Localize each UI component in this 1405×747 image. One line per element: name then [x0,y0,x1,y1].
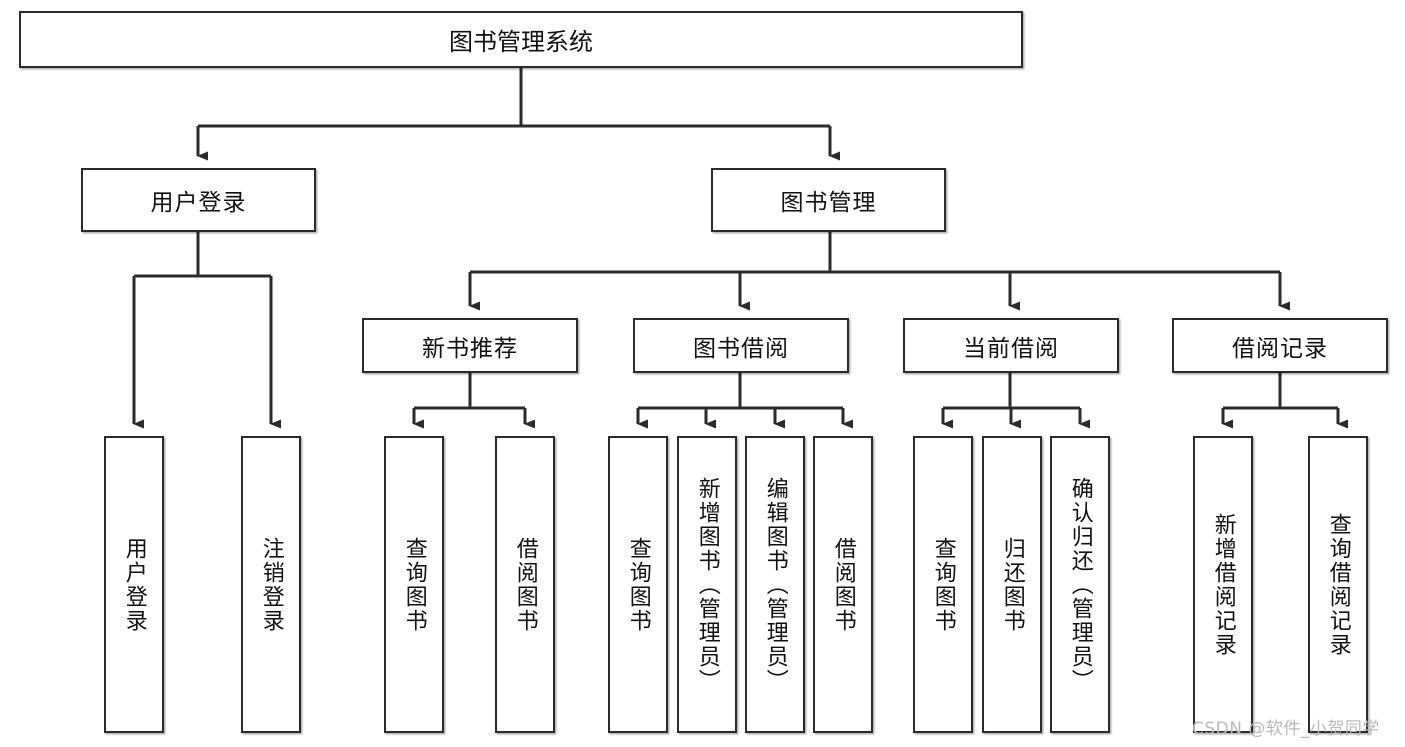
leaf-query-record[interactable]: 查询借阅记录 [1308,436,1368,733]
leaf-user-login-label: 用户登录 [121,536,147,633]
node-current-borrow-label: 当前借阅 [963,335,1059,362]
node-root-label: 图书管理系统 [449,28,593,56]
leaf-query-record-label: 查询借阅记录 [1325,512,1351,657]
leaf-borrow-book-2[interactable]: 借阅图书 [813,436,873,733]
leaf-borrow-book-1-label: 借阅图书 [512,536,538,633]
leaf-confirm-return-label: 确认归还（管理员） [1067,476,1093,693]
leaf-borrow-book-1[interactable]: 借阅图书 [495,436,555,733]
node-user-login-label: 用户登录 [150,190,247,216]
leaf-return-book[interactable]: 归还图书 [982,436,1042,733]
node-user-login[interactable]: 用户登录 [81,168,316,232]
node-current-borrow[interactable]: 当前借阅 [903,318,1119,373]
leaf-add-book[interactable]: 新增图书（管理员） [677,436,737,733]
node-borrow-record[interactable]: 借阅记录 [1172,318,1388,373]
leaf-query-book-1-label: 查询图书 [401,536,427,633]
node-book-manage-label: 图书管理 [780,190,877,216]
node-root[interactable]: 图书管理系统 [19,11,1023,68]
leaf-confirm-return[interactable]: 确认归还（管理员） [1050,436,1110,733]
leaf-user-login[interactable]: 用户登录 [104,436,164,733]
leaf-user-logout-label: 注销登录 [258,536,284,633]
node-new-book-recommend-label: 新书推荐 [422,335,518,362]
node-book-manage[interactable]: 图书管理 [711,168,946,232]
node-borrow-record-label: 借阅记录 [1232,335,1328,362]
leaf-borrow-book-2-label: 借阅图书 [830,536,856,633]
leaf-add-book-label: 新增图书（管理员） [694,476,720,693]
leaf-edit-book-label: 编辑图书（管理员） [762,476,788,693]
leaf-query-book-3[interactable]: 查询图书 [913,436,973,733]
node-book-borrow-label: 图书借阅 [693,335,789,362]
leaf-query-book-2-label: 查询图书 [625,536,651,633]
leaf-user-logout[interactable]: 注销登录 [241,436,301,733]
leaf-return-book-label: 归还图书 [999,536,1025,633]
leaf-query-book-1[interactable]: 查询图书 [384,436,444,733]
leaf-query-book-2[interactable]: 查询图书 [608,436,668,733]
leaf-add-record[interactable]: 新增借阅记录 [1193,436,1253,733]
leaf-add-record-label: 新增借阅记录 [1210,512,1236,657]
node-new-book-recommend[interactable]: 新书推荐 [362,318,578,373]
leaf-query-book-3-label: 查询图书 [930,536,956,633]
leaf-edit-book[interactable]: 编辑图书（管理员） [745,436,805,733]
node-book-borrow[interactable]: 图书借阅 [633,318,849,373]
